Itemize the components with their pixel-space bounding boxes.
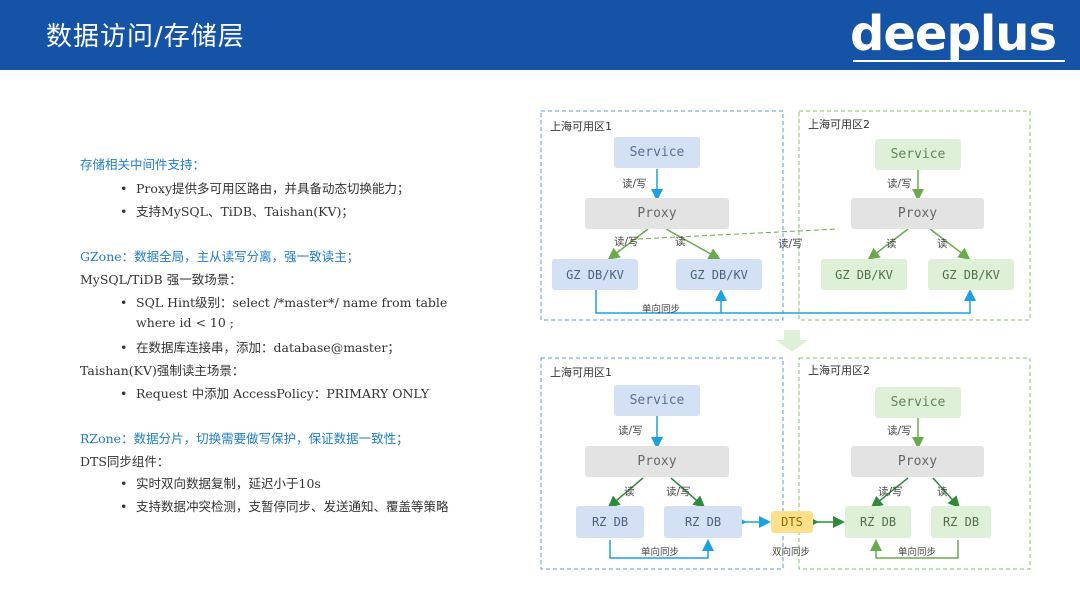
one-way-sync-label: 单向同步	[642, 304, 681, 315]
rw-label: 读/写	[887, 425, 912, 437]
one-way-sync-label: 单向同步	[641, 547, 680, 558]
rw-label: 读/写	[666, 486, 691, 498]
gz-db-box: GZ DB/KV	[821, 259, 907, 290]
read-label: 读	[886, 238, 897, 250]
rw-label: 读/写	[887, 178, 912, 190]
proxy-box: Proxy	[585, 446, 729, 477]
rz-db-box: RZ DB	[664, 506, 742, 538]
text-line: DTS同步组件：	[80, 454, 170, 469]
page-title: 数据访问/存储层	[46, 22, 245, 52]
section-heading-rzone: RZone：数据分片，切换需要做写保护，保证数据一致性；	[80, 431, 409, 446]
bullet-item: •SQL Hint级别：select /*master*/ name from …	[120, 295, 448, 310]
bullet-item: •Request 中添加 AccessPolicy：PRIMARY ONLY	[120, 386, 430, 401]
text-line: Taishan(KV)强制读主场景：	[80, 363, 245, 378]
rw-label: 读/写	[622, 178, 647, 190]
gz-db-box: GZ DB/KV	[928, 259, 1014, 290]
two-way-sync-label: 双向同步	[772, 547, 811, 558]
rz-db-box: RZ DB	[845, 506, 911, 538]
deeplus-logo: deeplus	[850, 6, 1057, 62]
bullet-item: •支持MySQL、TiDB、Taishan(KV)；	[120, 204, 354, 219]
rw-label: 读/写	[778, 238, 803, 250]
read-label: 读	[675, 236, 686, 248]
dts-box: DTS	[771, 511, 813, 533]
gz-db-box: GZ DB/KV	[676, 259, 762, 290]
text-line: MySQL/TiDB 强一致场景：	[80, 272, 242, 287]
rw-label: 读/写	[618, 425, 643, 437]
header-bar: 数据访问/存储层 deeplus	[0, 0, 1080, 70]
proxy-box: Proxy	[585, 198, 729, 229]
rz-db-box: RZ DB	[931, 506, 991, 538]
zone2-label: 上海可用区2	[808, 118, 870, 131]
zone2-label: 上海可用区2	[808, 364, 870, 377]
rz-db-box: RZ DB	[576, 506, 644, 538]
bullet-item: •在数据库连接串，添加：database@master；	[120, 340, 400, 355]
one-way-sync-label: 单向同步	[898, 547, 937, 558]
service-box: Service	[614, 385, 700, 416]
bullet-item: •实时双向数据复制，延迟小于10s	[120, 476, 321, 491]
text-line: where id < 10 ;	[136, 315, 235, 330]
service-box: Service	[614, 137, 700, 168]
bullet-item: •Proxy提供多可用区路由，并具备动态切换能力；	[120, 181, 410, 196]
proxy-box: Proxy	[851, 446, 984, 477]
proxy-box: Proxy	[851, 198, 984, 229]
read-label: 读	[624, 486, 635, 498]
rw-label: 读/写	[614, 236, 639, 248]
read-label: 读	[937, 486, 948, 498]
zone1-label: 上海可用区1	[550, 120, 612, 133]
service-box: Service	[875, 387, 961, 418]
section-heading-gzone: GZone：数据全局，主从读写分离，强一致读主；	[80, 249, 360, 264]
gz-db-box: GZ DB/KV	[552, 259, 638, 290]
logo-underline	[853, 60, 1065, 62]
bullet-item: •支持数据冲突检测，支暂停同步、发送通知、覆盖等策略	[120, 499, 449, 514]
section-heading-storage: 存储相关中间件支持：	[80, 157, 206, 172]
rw-label: 读/写	[878, 486, 903, 498]
read-label: 读	[937, 238, 948, 250]
zone1-label: 上海可用区1	[550, 366, 612, 379]
service-box: Service	[875, 139, 961, 170]
diagram-lines	[540, 110, 1031, 570]
